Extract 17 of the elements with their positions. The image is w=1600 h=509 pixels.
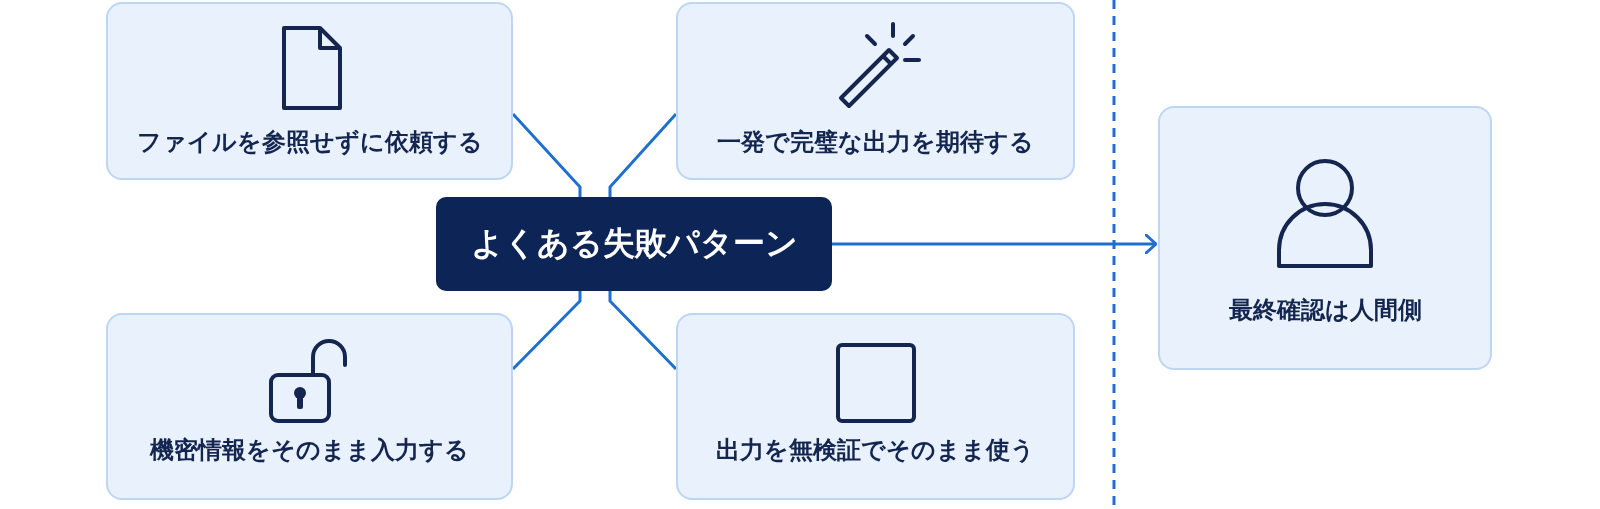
result-box: [1158, 106, 1492, 370]
box-label: 一発で完璧な出力を期待する: [716, 127, 1035, 158]
connector-line: [511, 291, 582, 371]
task-box: [676, 2, 1075, 180]
connector-line: [608, 113, 678, 197]
title-text: よくある失敗パターン: [469, 223, 799, 264]
task-box: [106, 313, 513, 500]
connector-line: [511, 113, 582, 197]
title-box: [436, 197, 832, 291]
box-label: ファイルを参照せずに依頼する: [135, 127, 484, 158]
arrow: [832, 233, 1158, 255]
box-label: 最終確認は人間側: [1227, 295, 1423, 326]
task-box: [106, 2, 513, 180]
box-label: 出力を無検証でそのまま使う: [715, 435, 1036, 466]
task-box: [676, 313, 1075, 500]
connector-line: [608, 291, 678, 371]
box-label: 機密情報をそのまま入力する: [148, 435, 470, 466]
